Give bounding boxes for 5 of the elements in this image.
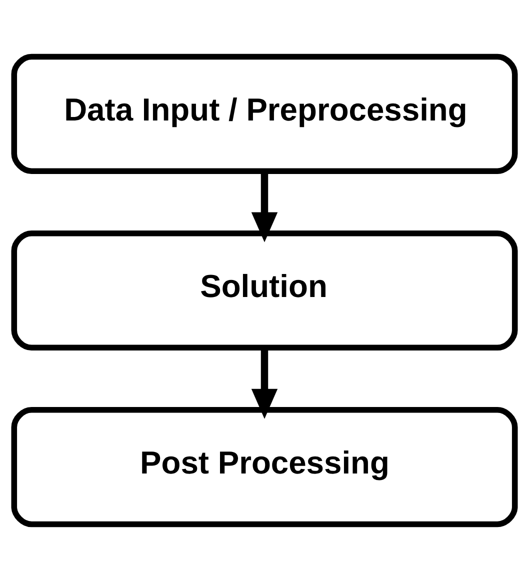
arrow xyxy=(251,171,278,242)
node-box: Solution xyxy=(11,230,518,351)
arrow xyxy=(251,348,278,419)
node-box: Data Input / Preprocessing xyxy=(11,54,518,174)
node-box: Post Processing xyxy=(11,407,518,528)
